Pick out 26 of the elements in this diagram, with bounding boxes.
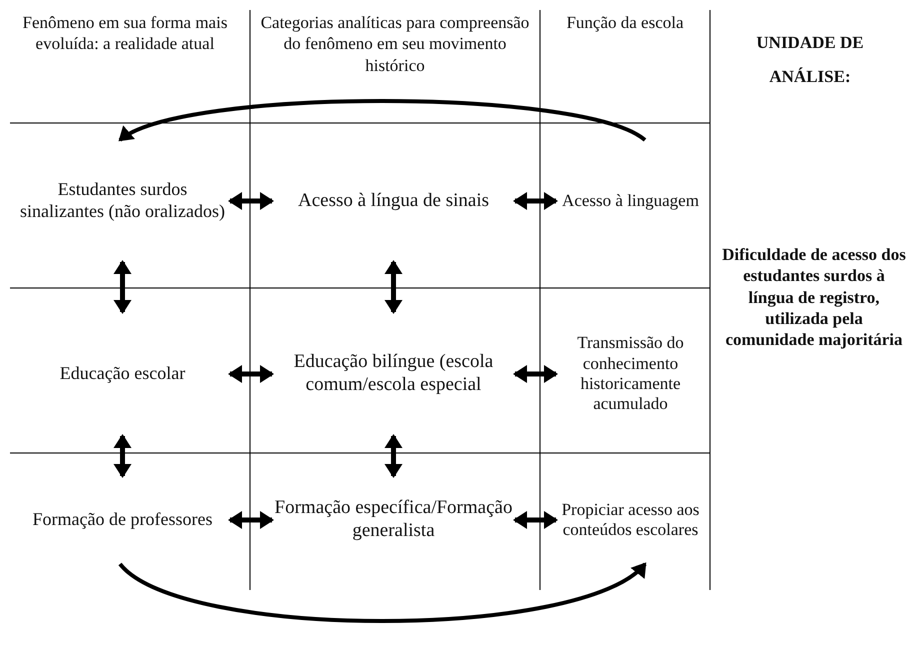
double-arrow: [114, 260, 132, 314]
double-arrow: [228, 511, 274, 529]
double-arrow: [228, 192, 274, 210]
unit-description: Dificuldade de acesso dos estudantes surdos à língua de registro, utilizada pela comunidade majoritária: [722, 244, 906, 350]
table-cell-text: Formação específica/Formação generalista: [272, 476, 515, 564]
table-cell-text: Educação bilíngue (escola comum/escola especial: [272, 312, 515, 436]
double-arrow: [228, 365, 274, 383]
column-header: Função da escola: [565, 12, 685, 34]
column-header: Categorias analíticas para compreensão do fenômeno em seu movimento histórico: [260, 12, 530, 76]
table-cell-text: Formação de professores: [15, 476, 230, 564]
table-cell-text: Acesso à língua de sinais: [272, 140, 515, 262]
curved-arrow: [118, 99, 646, 142]
double-arrow: [513, 192, 558, 210]
double-arrow: [513, 511, 558, 529]
column-header: Fenômeno em sua forma mais evoluída: a realidade atual: [22, 12, 228, 54]
table-cell-text: Estudantes surdos sinalizantes (não oralizados): [15, 140, 230, 262]
double-arrow: [384, 260, 402, 314]
curved-arrow: [118, 562, 647, 623]
unit-heading: UNIDADE DE ANÁLISE:: [755, 32, 865, 88]
table-cell-text: Acesso à linguagem: [556, 140, 705, 262]
table-cell-text: Transmissão do conhecimento historicamente acumulado: [556, 312, 705, 436]
double-arrow: [114, 434, 132, 478]
double-arrow: [513, 365, 558, 383]
double-arrow: [384, 434, 402, 478]
table-cell-text: Educação escolar: [15, 312, 230, 436]
table-cell-text: Propiciar acesso aos conteúdos escolares: [556, 476, 705, 564]
